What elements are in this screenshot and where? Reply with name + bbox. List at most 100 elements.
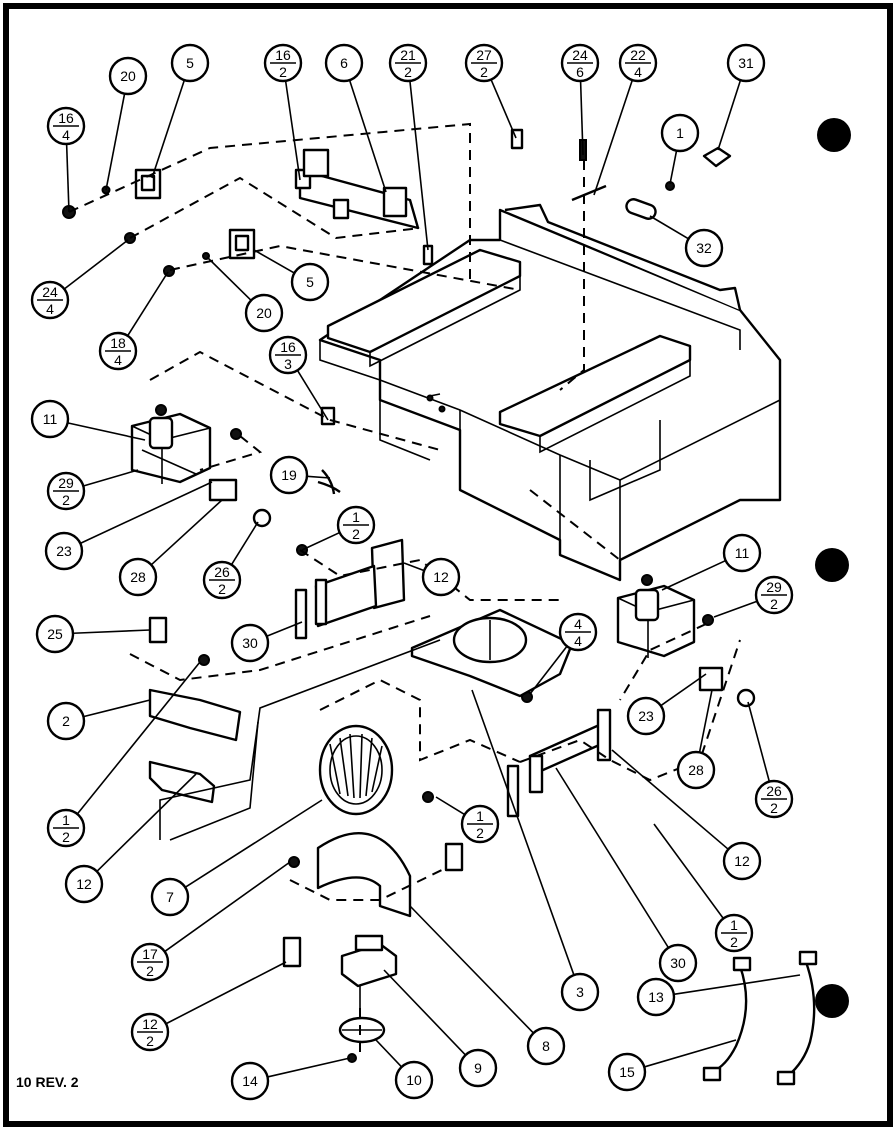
callout-circle xyxy=(64,864,104,904)
callout-quantity: 2 xyxy=(146,1033,154,1049)
blower-plate xyxy=(410,608,574,698)
leader-line xyxy=(673,974,801,996)
binder-hole-middle xyxy=(815,548,849,582)
callout-circle xyxy=(560,972,600,1012)
callout-c-1-d: 12 xyxy=(435,796,500,844)
callout-part-number: 2 xyxy=(62,713,70,729)
assembly-solid-lines xyxy=(159,639,441,841)
callout-quantity: 2 xyxy=(404,64,412,80)
callout-part-number: 23 xyxy=(638,708,654,724)
callout-c-4-4: 44 xyxy=(529,612,598,695)
callout-part-number: 1 xyxy=(62,812,70,828)
callout-part-number: 18 xyxy=(110,335,126,351)
leader-line xyxy=(126,271,169,337)
callout-part-number: 24 xyxy=(572,47,588,63)
part-drawings xyxy=(62,122,818,1086)
callout-part-number: 1 xyxy=(676,125,684,141)
channel-12-left xyxy=(148,760,216,804)
bracket-2 xyxy=(148,688,242,742)
callout-part-number: 19 xyxy=(281,467,297,483)
connector-13-top xyxy=(798,950,818,966)
leader-line xyxy=(151,79,186,179)
callout-quantity: 2 xyxy=(770,800,778,816)
callout-c-1-b: 12 xyxy=(301,505,376,551)
leader-line xyxy=(165,961,287,1025)
callout-quantity: 2 xyxy=(476,825,484,841)
callout-c-18-4: 184 xyxy=(98,271,169,371)
callout-part-number: 1 xyxy=(476,808,484,824)
channel-upper xyxy=(294,538,406,640)
binder-hole-bottom xyxy=(815,984,849,1018)
callout-circle xyxy=(44,531,84,571)
callout-c-22-4: 224 xyxy=(593,43,658,196)
callout-part-number: 13 xyxy=(648,989,664,1005)
callout-c-13: 13 xyxy=(636,974,801,1017)
callout-part-number: 20 xyxy=(256,305,272,321)
leader-line xyxy=(529,645,568,695)
callout-c-25: 25 xyxy=(35,614,151,654)
callout-quantity: 4 xyxy=(62,127,70,143)
leader-line xyxy=(660,673,707,707)
callout-part-number: 12 xyxy=(142,1016,158,1032)
callout-c-26-2-b: 262 xyxy=(747,701,794,819)
wire-harness-13 xyxy=(787,961,816,1077)
callout-quantity: 6 xyxy=(576,64,584,80)
leader-line xyxy=(375,1039,403,1068)
callout-circle xyxy=(46,701,86,741)
callout-quantity: 2 xyxy=(770,596,778,612)
callout-circle xyxy=(684,228,724,268)
callout-c-5-a: 5 xyxy=(151,43,210,179)
callout-part-number: 17 xyxy=(142,946,158,962)
blower-fan xyxy=(318,724,394,816)
callout-quantity: 2 xyxy=(62,829,70,845)
binder-hole-top xyxy=(817,118,851,152)
leader-line xyxy=(383,969,467,1056)
callout-circle xyxy=(108,56,148,96)
callout-c-26-2-a: 262 xyxy=(202,521,259,600)
callout-part-number: 16 xyxy=(58,110,74,126)
connector-15-bottom xyxy=(702,1066,722,1082)
callout-part-number: 7 xyxy=(166,889,174,905)
callout-circle xyxy=(269,455,309,495)
callout-part-number: 12 xyxy=(734,853,750,869)
leader-line xyxy=(747,701,771,782)
callout-part-number: 16 xyxy=(275,47,291,63)
callout-circle xyxy=(660,113,700,153)
leader-line xyxy=(555,767,670,949)
leader-line xyxy=(105,93,126,191)
callout-quantity: 2 xyxy=(730,934,738,950)
leader-line xyxy=(644,1039,737,1068)
callout-c-27-2: 272 xyxy=(464,43,517,139)
leader-line xyxy=(669,150,678,185)
assembly-dash-lines xyxy=(68,122,741,1056)
thermal-cutout-left xyxy=(208,478,238,502)
callout-circle xyxy=(150,877,190,917)
switch-bracket-upper xyxy=(134,168,162,200)
switch-12-2 xyxy=(282,936,302,968)
callout-c-12-c: 12 xyxy=(611,749,762,881)
callout-c-30-b: 30 xyxy=(555,767,698,983)
magnetron-right xyxy=(616,574,696,658)
callout-part-number: 16 xyxy=(280,339,296,355)
callout-part-number: 14 xyxy=(242,1073,258,1089)
callout-c-19: 19 xyxy=(269,455,331,495)
leader-line xyxy=(611,749,729,850)
wire-harness-15 xyxy=(711,965,748,1074)
rear-bracket xyxy=(294,148,420,230)
leader-line xyxy=(83,469,139,487)
fan-motor xyxy=(340,934,398,1008)
leader-line xyxy=(348,79,387,193)
magnetron-left xyxy=(130,404,212,484)
callout-c-16-3: 163 xyxy=(268,335,329,421)
callout-part-number: 32 xyxy=(696,240,712,256)
callout-part-number: 25 xyxy=(47,626,63,642)
callout-circle xyxy=(458,1048,498,1088)
callout-circle xyxy=(244,293,284,333)
callout-circle xyxy=(230,1061,270,1101)
connector-13-bottom xyxy=(776,1070,796,1086)
callout-circle xyxy=(607,1052,647,1092)
rod-22 xyxy=(571,184,607,202)
callout-circle xyxy=(421,557,461,597)
leader-line xyxy=(76,661,201,815)
